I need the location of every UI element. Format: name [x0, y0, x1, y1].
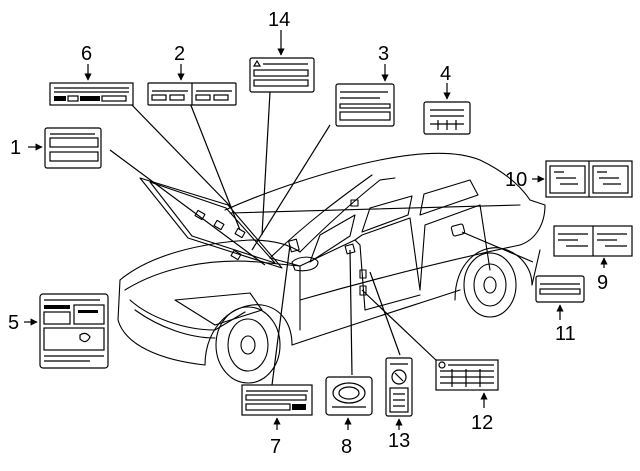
car-illustration — [117, 152, 546, 384]
callout-number-14: 14 — [268, 9, 290, 31]
label-7-icon — [241, 384, 313, 416]
callout-number-7: 7 — [270, 436, 281, 458]
label-1-icon — [44, 127, 102, 169]
callout-number-5: 5 — [8, 312, 19, 334]
leader-lines — [109, 91, 534, 386]
label-9-icon — [553, 225, 633, 257]
callout-number-10: 10 — [505, 169, 527, 191]
label-14-icon — [249, 57, 315, 93]
callout-arrows — [24, 30, 608, 430]
label-6-icon — [49, 82, 134, 106]
label-11-icon — [535, 275, 585, 303]
label-8-icon — [325, 376, 373, 416]
callout-number-9: 9 — [597, 272, 608, 294]
callout-number-8: 8 — [341, 436, 352, 458]
callout-numbers: 1 2 3 4 5 6 7 8 9 10 11 12 13 14 — [8, 9, 608, 458]
callout-number-6: 6 — [81, 43, 92, 65]
callout-number-1: 1 — [10, 137, 21, 159]
callout-number-11: 11 — [555, 323, 576, 345]
label-5-icon — [39, 293, 109, 369]
label-3-icon — [335, 83, 395, 127]
callout-number-4: 4 — [440, 63, 451, 85]
label-4-icon — [423, 101, 471, 135]
label-2-icon — [147, 82, 237, 106]
callout-number-12: 12 — [471, 412, 493, 434]
label-12-icon — [435, 359, 499, 391]
callout-number-3: 3 — [378, 43, 389, 65]
label-13-icon — [385, 357, 413, 417]
label-10-icon — [545, 160, 633, 198]
callout-number-2: 2 — [174, 43, 185, 65]
callout-number-13: 13 — [388, 430, 410, 452]
